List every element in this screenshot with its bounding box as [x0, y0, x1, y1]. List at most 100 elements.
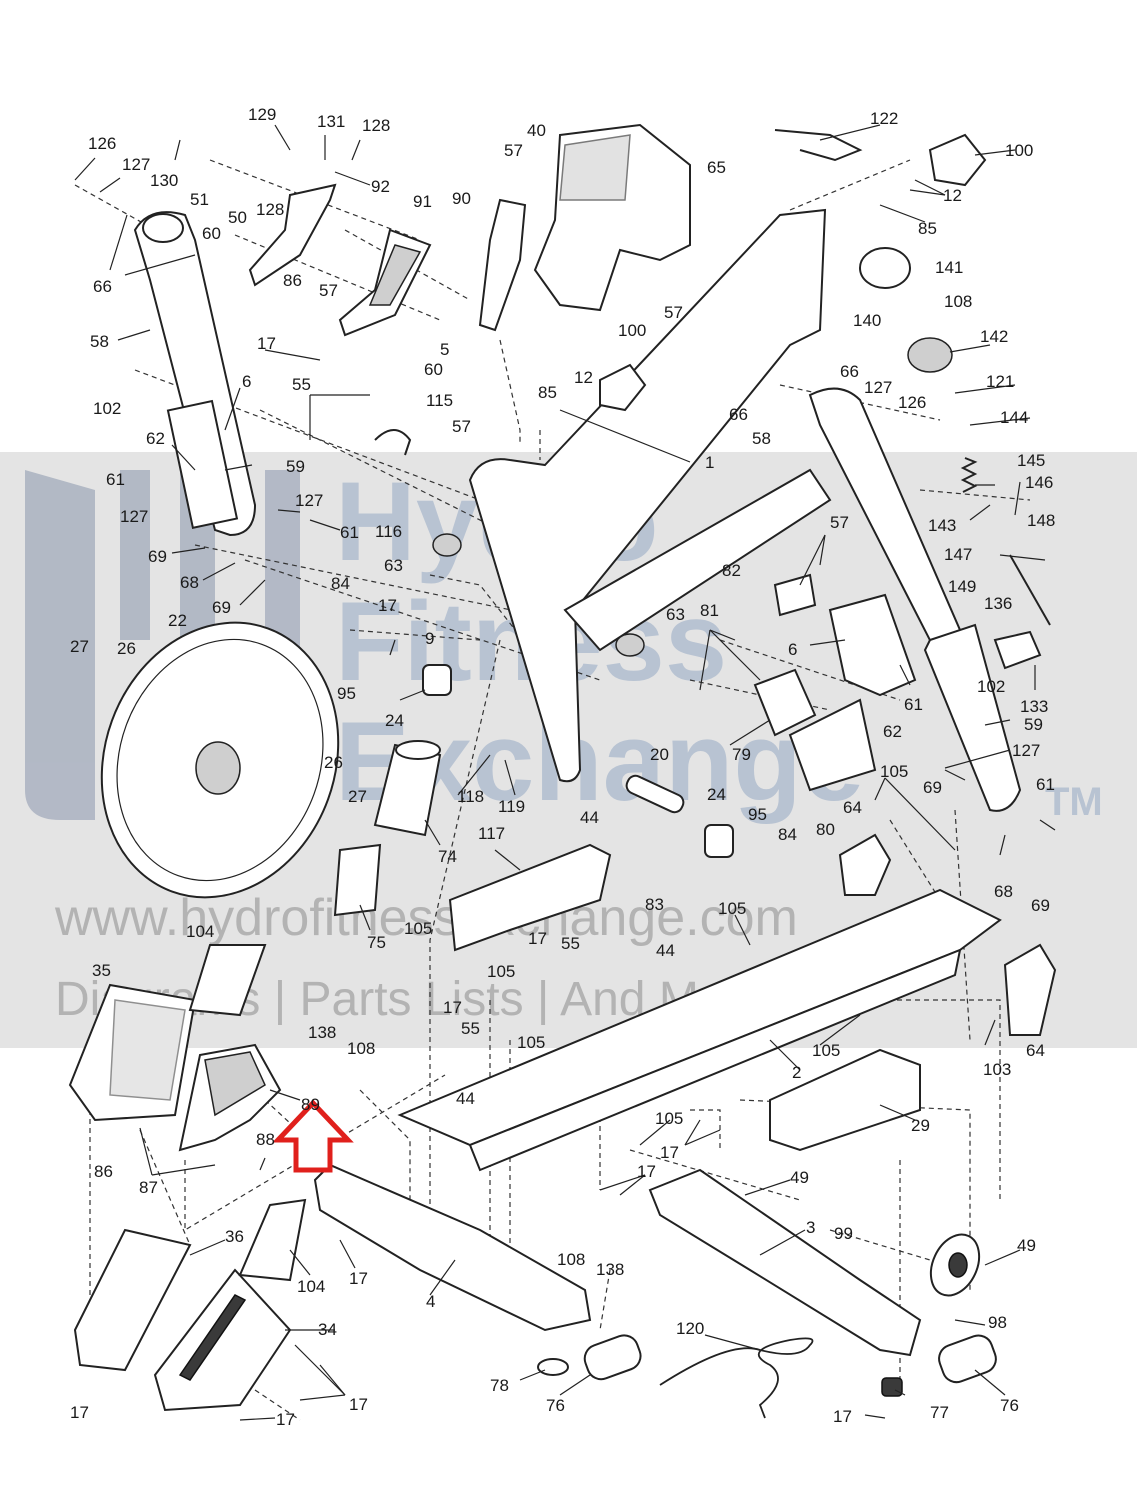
callout-label: 131 — [317, 112, 345, 131]
leader-lines — [74, 124, 1056, 1421]
callout-label: 74 — [438, 847, 457, 866]
callout-label: 108 — [557, 1250, 585, 1269]
callout-label: 57 — [319, 281, 338, 300]
callout-label: 17 — [443, 998, 462, 1017]
motor-89-body — [204, 1051, 266, 1117]
callout-label: 17 — [833, 1407, 852, 1426]
rear-stabilizer-3 — [648, 1168, 922, 1357]
callout-label: 35 — [92, 961, 111, 980]
upper-arm-left — [133, 211, 257, 537]
callout-label: 61 — [904, 695, 923, 714]
highlight-arrow-icon — [272, 1099, 354, 1173]
callout-label: 130 — [150, 171, 178, 190]
arm-pivot-left — [142, 213, 184, 243]
arm-cover-right-6 — [828, 593, 917, 697]
callout-label: 78 — [490, 1376, 509, 1395]
callout-label: 69 — [923, 778, 942, 797]
callout-label: 136 — [984, 594, 1012, 613]
callout-label: 55 — [292, 375, 311, 394]
callout-label: 95 — [337, 684, 356, 703]
callout-label: 68 — [994, 882, 1013, 901]
callout-label: 127 — [122, 155, 150, 174]
callout-label: 17 — [276, 1410, 295, 1429]
lower-arm-right — [923, 623, 1022, 812]
callout-label: 29 — [911, 1116, 930, 1135]
callout-label: 51 — [190, 190, 209, 209]
arm-sleeve-left — [166, 399, 239, 530]
callout-label: 127 — [864, 378, 892, 397]
leveler-78 — [537, 1358, 569, 1376]
callout-label: 65 — [707, 158, 726, 177]
callout-label: 102 — [93, 399, 121, 418]
callout-label: 148 — [1027, 511, 1055, 530]
bracket-82 — [773, 573, 817, 617]
callout-label: 127 — [1012, 741, 1040, 760]
callout-label: 69 — [1031, 896, 1050, 915]
callout-label: 60 — [202, 224, 221, 243]
base-frame-2 — [397, 888, 1002, 1147]
callout-label: 147 — [944, 545, 972, 564]
callout-label: 105 — [487, 962, 515, 981]
callout-label: 80 — [816, 820, 835, 839]
parts — [68, 123, 1057, 1419]
callout-label: 57 — [830, 513, 849, 532]
cover-117 — [448, 843, 612, 952]
callout-label: 127 — [295, 491, 323, 510]
callout-label: 90 — [452, 189, 471, 208]
callout-label: 57 — [452, 417, 471, 436]
footpad-grip — [368, 244, 422, 306]
bearing-63-right — [615, 633, 645, 657]
callout-label: 138 — [308, 1023, 336, 1042]
cover-34-grill — [178, 1294, 247, 1381]
callout-label: 3 — [806, 1218, 815, 1237]
callout-label: 140 — [853, 311, 881, 330]
callout-label: 79 — [732, 745, 751, 764]
cap-100-top — [928, 133, 987, 187]
callout-label: 1 — [705, 453, 714, 472]
callout-label: 63 — [384, 556, 403, 575]
callout-label: 17 — [257, 334, 276, 353]
callout-labels: 126 127 130 129 51 131 128 128 92 50 60 … — [70, 105, 1055, 1429]
bushing-24-left — [422, 664, 452, 696]
callout-label: 22 — [168, 611, 187, 630]
disc-140 — [859, 247, 911, 289]
callout-label: 89 — [301, 1095, 320, 1114]
flywheel-rim — [116, 638, 324, 882]
callout-label: 57 — [504, 141, 523, 160]
callout-label: 57 — [664, 303, 683, 322]
callout-label: 127 — [120, 507, 148, 526]
callout-label: 66 — [840, 362, 859, 381]
shroud-64-front — [838, 833, 892, 896]
callout-label: 102 — [977, 677, 1005, 696]
callout-label: 86 — [283, 271, 302, 290]
callout-label: 62 — [146, 429, 165, 448]
callout-label: 60 — [424, 360, 443, 379]
callout-label: 5 — [440, 340, 449, 359]
callout-label: 59 — [286, 457, 305, 476]
callout-label: 69 — [212, 598, 231, 617]
power-cord-120 — [659, 1337, 814, 1419]
callout-label: 17 — [349, 1269, 368, 1288]
base-frame-rail — [468, 948, 962, 1172]
callout-label: 44 — [580, 808, 599, 827]
sleeve-75 — [333, 843, 382, 917]
callout-label: 99 — [834, 1224, 853, 1243]
callout-label: 82 — [722, 561, 741, 580]
callout-label: 85 — [538, 383, 557, 402]
callout-label: 105 — [517, 1033, 545, 1052]
main-frame-1 — [468, 208, 827, 783]
callout-label: 91 — [413, 192, 432, 211]
callout-label: 121 — [986, 372, 1014, 391]
callout-label: 105 — [655, 1109, 683, 1128]
callout-label: 62 — [883, 722, 902, 741]
rod-147 — [1009, 554, 1051, 626]
endcap-76-left — [583, 1334, 642, 1381]
bushing-24-right — [704, 824, 734, 858]
callout-label: 92 — [371, 177, 390, 196]
callout-label: 40 — [527, 121, 546, 140]
callout-label: 76 — [546, 1396, 565, 1415]
frame-crossbar — [563, 468, 832, 652]
callout-label: 145 — [1017, 451, 1045, 470]
callout-label: 141 — [935, 258, 963, 277]
